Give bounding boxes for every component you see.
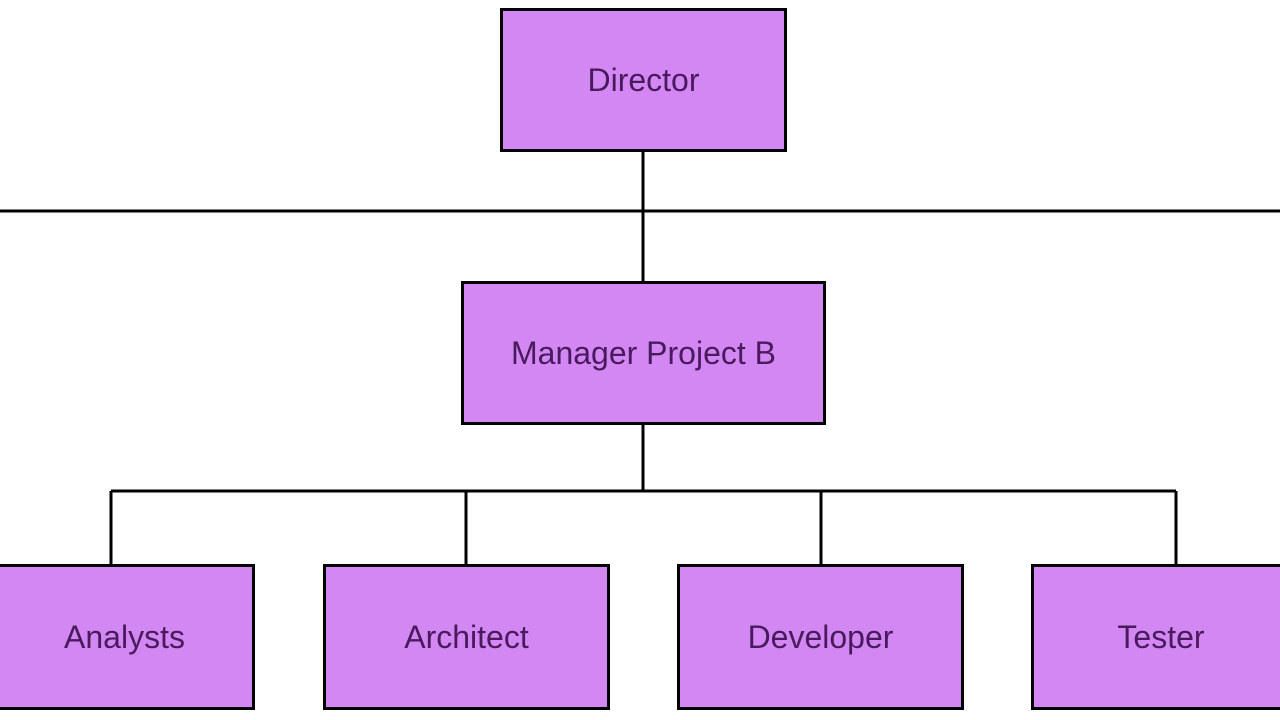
director-label: Director [587,61,700,98]
architect-label: Architect [404,618,529,655]
manager-project-b-node: Manager Project B [461,281,826,425]
manager-project-b-label: Manager Project B [510,334,776,371]
director-node: Director [500,8,787,152]
analysts-node: Analysts [0,564,255,710]
developer-node: Developer [677,564,964,710]
tester-label: Tester [1117,618,1205,655]
tester-node: Tester [1031,564,1280,710]
developer-label: Developer [747,618,894,655]
analysts-label: Analysts [64,618,185,655]
architect-node: Architect [323,564,610,710]
